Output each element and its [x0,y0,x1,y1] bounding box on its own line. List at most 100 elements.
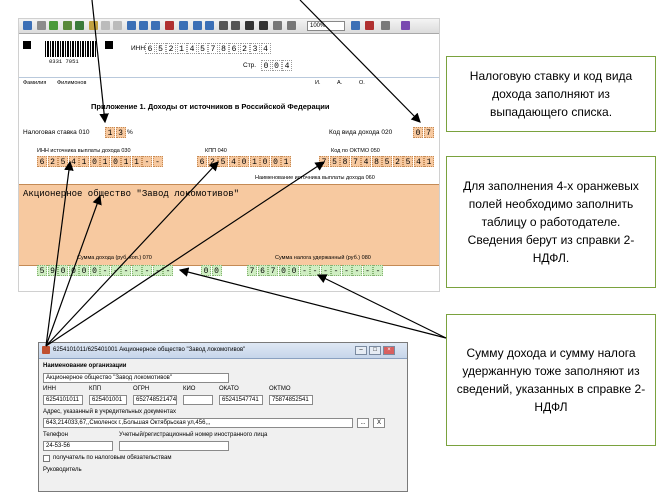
format-icon[interactable] [381,21,390,30]
digit-cell: 0 [58,265,68,276]
kpp-input[interactable]: 625401001 [89,395,127,405]
next-page-icon[interactable] [151,21,160,30]
digit-cell: 0 [211,265,222,276]
ogrn-input[interactable]: 6527485214748 [133,395,177,405]
close-button[interactable]: × [383,346,395,355]
digit-cell: - [373,265,383,276]
columns-icon[interactable] [231,21,240,30]
address-input[interactable]: 643,214033,67,,Смоленск г.,Большая Октяб… [43,418,353,428]
corner-marker [23,41,31,49]
digit-cell: 7 [350,156,361,167]
surname-label: Фамилия [23,80,47,86]
print-icon[interactable] [37,21,46,30]
digit-cell: - [100,265,110,276]
digit-cell: 6 [37,156,47,167]
phone-label: Телефон [43,432,68,438]
settings-icon[interactable] [401,21,410,30]
delete-page-icon[interactable] [113,21,122,30]
callout-orange-fields: Для заполнения 4-х оранжевых полей необх… [446,156,656,288]
last-page-icon[interactable] [179,21,188,30]
barcode-number: 0331 7051 [49,58,79,65]
org-name-input-value: Акционерное общество "Завод локомотивов" [46,375,172,381]
digit-cell: 7 [208,43,218,54]
digit-cell: 4 [187,43,197,54]
oktmo-input[interactable]: 75874852541 [269,395,313,405]
barcode-image [45,41,97,57]
find-icon[interactable] [165,21,174,30]
digit-cell: 0 [413,127,423,138]
org-name-input[interactable]: Акционерное общество "Завод локомотивов" [43,373,229,383]
oktmo-label: Код по ОКТМО 050 [331,148,380,154]
address-clear-button[interactable]: X [373,418,385,428]
digit-cell: - [352,265,362,276]
first-page-icon[interactable] [127,21,136,30]
ogrn-field-label: ОГРН [133,386,150,392]
digit-cell: - [341,265,352,276]
digit-cell: 5 [382,156,392,167]
digit-cell: 3 [115,127,126,138]
address-label: Адрес, указанный в учредительных докумен… [43,409,176,415]
inn-field-label: ИНН [43,386,56,392]
ruler-icon[interactable] [273,21,282,30]
text-icon[interactable] [245,21,254,30]
digit-cell: 0 [110,156,121,167]
inn-label: ИНН [131,45,146,52]
prev-page-icon[interactable] [139,21,148,30]
save-icon[interactable] [23,21,32,30]
digit-cell: 5 [155,43,166,54]
dialog-titlebar: 6254101011/625401001 Акционерное обществ… [39,343,407,359]
okato-field-label: ОКАТО [219,386,239,392]
zoom-icon[interactable] [287,21,296,30]
check-icon[interactable] [63,21,72,30]
section-title: Приложение 1. Доходы от источников в Рос… [91,102,330,111]
tax-obligations-checkbox[interactable] [43,455,50,462]
kpp-input-value: 625401001 [92,397,123,403]
digit-cell: 2 [239,43,250,54]
table-icon[interactable] [205,21,214,30]
app-icon [42,346,50,354]
export-icon[interactable] [49,21,58,30]
foreign-number-input[interactable] [119,441,229,451]
help-icon[interactable] [365,21,374,30]
oktmo-input-value: 75874852541 [272,397,309,403]
digit-cell: 4 [282,60,292,71]
digit-cell: 5 [403,156,413,167]
arrow-income-code [299,0,421,123]
digit-cell: 1 [249,156,260,167]
kio-input[interactable] [183,395,213,405]
okato-input[interactable]: 65241547741 [219,395,263,405]
grid-icon[interactable] [193,21,202,30]
address-select-label: ... [360,420,366,426]
digit-cell: - [121,265,131,276]
digit-cell: 0 [289,265,299,276]
page-break-icon[interactable] [219,21,228,30]
digit-cell: 1 [100,156,110,167]
address-clear-label: X [376,420,381,426]
digit-cell: 1 [121,156,131,167]
print-preview-icon[interactable] [351,21,360,30]
address-select-button[interactable]: ... [357,418,369,428]
digit-cell: 5 [197,43,208,54]
minimize-button[interactable]: – [355,346,367,355]
income-sum-label: Сумма дохода (руб. коп.) 070 [77,255,152,261]
inn-source-label: ИНН источника выплаты дохода 030 [37,148,131,154]
digit-cell: 7 [247,265,257,276]
add-page-icon[interactable] [89,21,98,30]
digit-cell: 1 [176,43,187,54]
digit-cell: 6 [229,43,239,54]
digit-cell: 2 [47,156,58,167]
copy-page-icon[interactable] [101,21,110,30]
maximize-button[interactable]: □ [369,346,381,355]
clear-icon[interactable] [259,21,268,30]
arrow-kpp [45,161,219,347]
phone-input-value: 24-53-56 [46,443,71,449]
digit-cell: 1 [105,127,115,138]
digit-cell: 4 [260,43,271,54]
phone-input[interactable]: 24-53-56 [43,441,113,451]
digit-cell: 9 [47,265,58,276]
check-all-icon[interactable] [75,21,84,30]
arrow-income-sum [178,267,447,339]
inn-input[interactable]: 6254101011 [43,395,83,405]
